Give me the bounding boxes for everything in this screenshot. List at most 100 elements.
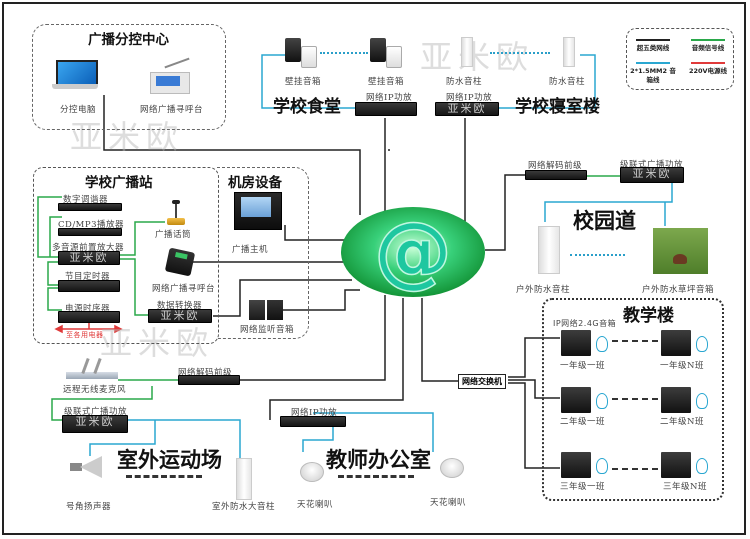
- paging-console-icon: [150, 57, 190, 94]
- ip-speaker-icon: [561, 330, 591, 356]
- legend-swatch-network: [636, 39, 670, 41]
- headset-mic-icon: [596, 336, 608, 352]
- device-label: 网络解码前级: [178, 368, 233, 378]
- speaker-chain-dots: [570, 254, 625, 256]
- zone-title: 学校食堂: [273, 97, 341, 117]
- device-label: 户外防水草坪音箱: [642, 285, 715, 295]
- network-decoder: [525, 170, 587, 180]
- device-label: 分控电脑: [60, 105, 97, 115]
- zone-title: 机房设备: [228, 175, 282, 191]
- legend-label: 2*1.5MM2 音箱线: [630, 67, 676, 84]
- class-label: 三年级N班: [663, 482, 707, 492]
- ip-speaker-icon: [561, 387, 591, 413]
- class-label: 二年级一班: [560, 417, 606, 427]
- program-timer: [58, 280, 120, 292]
- wall-speaker-icon: [285, 38, 301, 62]
- horn-speaker-icon: [70, 456, 102, 478]
- class-label: 三年级一班: [560, 482, 606, 492]
- wall-speaker-icon: [301, 46, 317, 68]
- wire-converter: [213, 279, 352, 317]
- ip-speaker-icon: [661, 387, 691, 413]
- class-chain-dashes: [612, 340, 658, 342]
- class-chain-dashes: [612, 398, 658, 400]
- headset-mic-icon: [596, 393, 608, 409]
- wall-speaker-icon: [370, 38, 386, 62]
- power-note: 至各用电器: [66, 331, 104, 339]
- wire-office-amp: [269, 298, 404, 420]
- wire-host: [284, 225, 345, 241]
- device-label: 级联式广播功放: [64, 407, 128, 417]
- device-label: 数据转换器: [157, 301, 203, 311]
- wireless-mic-icon: [66, 357, 118, 380]
- power-sequencer: [58, 311, 120, 323]
- ip-amplifier: 亚米欧: [435, 102, 499, 116]
- wire-monitor: [282, 289, 360, 311]
- device-label: 壁挂音箱: [285, 77, 322, 87]
- ip-amplifier: [355, 102, 417, 116]
- preamplifier: 亚米欧: [58, 251, 120, 265]
- legend-swatch-audio: [691, 39, 725, 41]
- zone-title: 学校寝室楼: [515, 97, 600, 117]
- zone-station: [33, 167, 219, 344]
- ip-speaker-icon: [661, 330, 691, 356]
- network-decoder: [178, 375, 240, 385]
- headset-mic-icon: [596, 458, 608, 474]
- speaker-chain-dots: [320, 52, 368, 54]
- cd-mp3-player: [58, 228, 122, 236]
- wire-switch: [421, 298, 458, 382]
- device-label: 壁挂音箱: [368, 77, 405, 87]
- device-label: 节目定时器: [65, 272, 111, 282]
- ceiling-speaker-icon: [440, 458, 464, 478]
- device-label: 网络IP功放: [366, 93, 413, 103]
- zone-title: 室外运动场: [117, 448, 222, 472]
- zone-title: 教师办公室: [326, 448, 431, 472]
- legend-label: 220V电源线: [688, 67, 728, 75]
- network-cables: [103, 95, 560, 469]
- speaker-cables: [89, 54, 673, 460]
- cascade-amplifier: 亚米欧: [62, 415, 128, 433]
- lawn-speaker-icon: [653, 228, 708, 274]
- device-label: 广播主机: [232, 245, 269, 255]
- wire-campus-decoder: [485, 174, 525, 251]
- audio-signal-cables: [37, 175, 620, 421]
- device-label: 广播话筒: [155, 230, 192, 240]
- wall-speaker-icon: [386, 46, 402, 68]
- ip-speaker-icon: [561, 452, 591, 478]
- legend-label: 音频信号线: [691, 44, 725, 52]
- device-label: 室外防水大音柱: [212, 502, 276, 512]
- zone-control-center: [32, 24, 226, 130]
- wire-class-2: [508, 379, 560, 399]
- speaker-chain-dots: [490, 52, 550, 54]
- column-speaker-icon: [563, 37, 575, 67]
- ip-speaker-icon: [661, 452, 691, 478]
- ceiling-speaker-icon: [300, 462, 324, 482]
- laptop-icon: [52, 60, 98, 90]
- device-label: 网络监听音箱: [240, 325, 295, 335]
- device-label: 户外防水音柱: [516, 285, 571, 295]
- device-label: 网络广播寻呼台: [140, 105, 204, 115]
- monitor-speaker-icon: [249, 300, 283, 320]
- device-label: 网络IP功放: [446, 93, 493, 103]
- legend-swatch-speaker: [636, 62, 670, 64]
- speaker-type-label: IP网络2.4G音箱: [553, 319, 617, 328]
- zone-machine-room: [217, 167, 309, 339]
- broadcast-host-icon: [234, 192, 282, 230]
- device-label: 网络广播寻呼台: [152, 284, 216, 294]
- speaker-chain-dashes: [338, 475, 414, 478]
- column-speaker-icon: [461, 37, 473, 67]
- device-label: CD/MP3播放器: [58, 220, 125, 230]
- wire-control-center: [103, 95, 361, 215]
- legend-swatch-power: [691, 62, 725, 64]
- device-label: 防水音柱: [549, 77, 586, 87]
- paging-console-icon: [164, 247, 196, 277]
- outdoor-column-speaker-icon: [236, 458, 252, 500]
- wire-sports-decoder: [238, 295, 386, 381]
- device-label: 级联式广播功放: [620, 160, 684, 170]
- cascade-amplifier: 亚米欧: [620, 167, 684, 183]
- at-symbol-icon: @: [374, 207, 452, 297]
- device-label: 号角扬声器: [66, 502, 112, 512]
- device-label: 天花喇叭: [297, 500, 334, 510]
- headset-mic-icon: [696, 336, 708, 352]
